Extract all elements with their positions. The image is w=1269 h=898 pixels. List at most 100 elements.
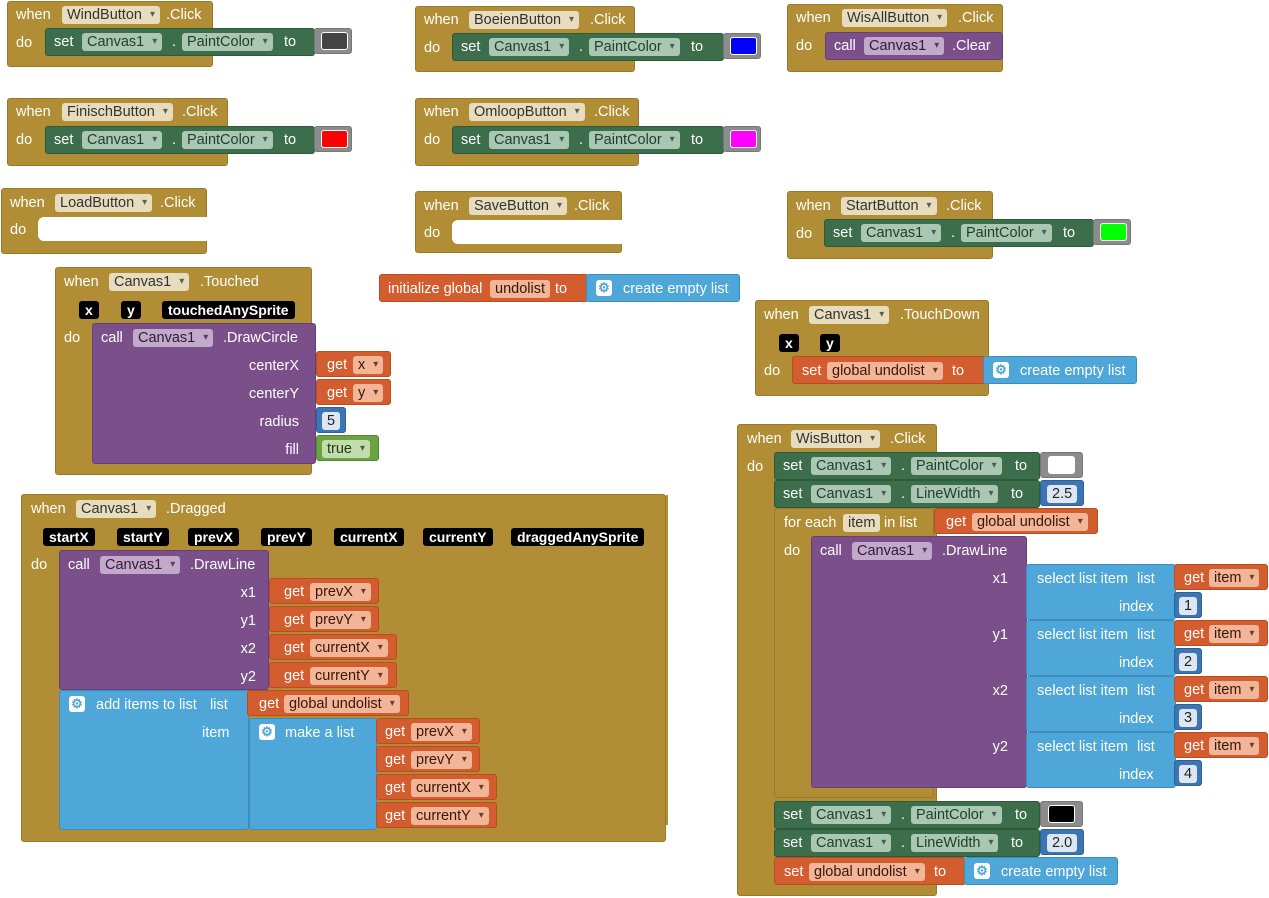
get-global-block[interactable]: get global undolist — [247, 690, 409, 716]
variable-dropdown[interactable]: prevX — [411, 723, 472, 741]
param-touchedanysprite[interactable]: touchedAnySprite — [162, 301, 295, 319]
event-startbutton-click[interactable]: when StartButton .Click do — [787, 191, 993, 259]
create-empty-list-block[interactable]: ⚙ create empty list — [983, 356, 1137, 384]
gear-icon[interactable]: ⚙ — [596, 280, 612, 296]
property-dropdown[interactable]: PaintColor — [911, 457, 1002, 475]
call-clear-block[interactable]: call Canvas1 .Clear — [825, 32, 1003, 60]
number-field[interactable]: 3 — [1179, 709, 1198, 727]
component-dropdown[interactable]: OmloopButton — [469, 103, 585, 121]
number-field[interactable]: 5 — [322, 412, 341, 430]
property-dropdown[interactable]: PaintColor — [589, 131, 680, 149]
component-dropdown[interactable]: Canvas1 — [852, 542, 933, 560]
get-variable-block[interactable]: get x — [316, 351, 391, 377]
color-swatch[interactable] — [1048, 456, 1075, 474]
variable-dropdown[interactable]: global undolist — [827, 362, 943, 380]
number-field[interactable]: 2 — [1179, 653, 1198, 671]
get-variable-block[interactable]: get currentY — [269, 662, 397, 688]
component-dropdown[interactable]: Canvas1 — [76, 500, 157, 518]
variable-dropdown[interactable]: item — [1209, 569, 1260, 587]
get-global-block[interactable]: get global undolist — [934, 508, 1098, 534]
component-dropdown[interactable]: StartButton — [841, 197, 937, 215]
add-items-to-list-block[interactable]: ⚙ add items to list list item — [59, 690, 249, 830]
component-dropdown[interactable]: BoeienButton — [469, 11, 580, 29]
variable-dropdown[interactable]: currentY — [310, 667, 388, 685]
set-paintcolor-block[interactable]: set Canvas1 . PaintColor to — [45, 126, 315, 154]
param-prevx[interactable]: prevX — [188, 528, 239, 546]
color-block[interactable] — [1040, 801, 1083, 827]
create-empty-list-block[interactable]: ⚙ create empty list — [964, 857, 1118, 885]
color-block[interactable] — [723, 33, 761, 59]
select-list-item-block[interactable]: select list item list index — [1026, 620, 1176, 676]
component-dropdown[interactable]: Canvas1 — [811, 806, 892, 824]
component-dropdown[interactable]: WindButton — [62, 6, 160, 24]
get-variable-block[interactable]: get item — [1174, 620, 1268, 646]
param-startx[interactable]: startX — [43, 528, 95, 546]
component-dropdown[interactable]: Canvas1 — [82, 33, 163, 51]
gear-icon[interactable]: ⚙ — [69, 696, 85, 712]
create-empty-list-block[interactable]: ⚙ create empty list — [586, 274, 740, 302]
component-dropdown[interactable]: SaveButton — [469, 197, 567, 215]
get-variable-block[interactable]: get prevX — [376, 718, 480, 744]
color-swatch[interactable] — [321, 130, 348, 148]
property-dropdown[interactable]: PaintColor — [182, 33, 273, 51]
variable-dropdown[interactable]: item — [1209, 681, 1260, 699]
variable-dropdown[interactable]: y — [353, 384, 384, 402]
variable-dropdown[interactable]: item — [1209, 625, 1260, 643]
color-block[interactable] — [723, 126, 761, 152]
param-draggedanysprite[interactable]: draggedAnySprite — [511, 528, 645, 546]
get-variable-block[interactable]: get y — [316, 379, 391, 405]
number-block[interactable]: 5 — [316, 407, 346, 433]
set-global-block[interactable]: set global undolist to — [774, 857, 966, 885]
set-linewidth-block[interactable]: set Canvas1 . LineWidth to — [774, 480, 1040, 508]
number-block[interactable]: 2 — [1174, 648, 1202, 674]
component-dropdown[interactable]: Canvas1 — [133, 329, 214, 347]
get-variable-block[interactable]: get item — [1174, 564, 1268, 590]
color-swatch[interactable] — [1100, 223, 1127, 241]
call-drawline-block[interactable]: call Canvas1 .DrawLine x1 y1 x2 y2 — [59, 550, 269, 690]
property-dropdown[interactable]: PaintColor — [961, 224, 1052, 242]
gear-icon[interactable]: ⚙ — [259, 724, 275, 740]
variable-dropdown[interactable]: prevY — [411, 751, 472, 769]
param-x[interactable]: x — [779, 334, 799, 352]
param-y[interactable]: y — [121, 301, 141, 319]
variable-dropdown[interactable]: item — [1209, 737, 1260, 755]
make-a-list-block[interactable]: ⚙ make a list — [249, 718, 377, 830]
number-field[interactable]: 4 — [1179, 765, 1198, 783]
variable-dropdown[interactable]: x — [353, 356, 384, 374]
param-x[interactable]: x — [79, 301, 99, 319]
variable-name-field[interactable]: undolist — [490, 280, 550, 298]
property-dropdown[interactable]: PaintColor — [911, 806, 1002, 824]
gear-icon[interactable]: ⚙ — [974, 863, 990, 879]
component-dropdown[interactable]: WisAllButton — [842, 9, 948, 27]
set-paintcolor-block[interactable]: set Canvas1 . PaintColor to — [45, 28, 315, 56]
param-currenty[interactable]: currentY — [423, 528, 493, 546]
component-dropdown[interactable]: Canvas1 — [811, 834, 892, 852]
get-variable-block[interactable]: get prevY — [376, 746, 480, 772]
init-global-block[interactable]: initialize global undolist to — [379, 274, 589, 302]
get-variable-block[interactable]: get item — [1174, 732, 1268, 758]
component-dropdown[interactable]: Canvas1 — [811, 485, 892, 503]
number-field[interactable]: 2.0 — [1047, 834, 1078, 852]
get-variable-block[interactable]: get prevX — [269, 578, 379, 604]
number-block[interactable]: 2.0 — [1040, 829, 1084, 855]
set-paintcolor-block[interactable]: set Canvas1 . PaintColor to — [452, 33, 724, 61]
color-swatch[interactable] — [730, 130, 757, 148]
component-dropdown[interactable]: Canvas1 — [809, 306, 890, 324]
gear-icon[interactable]: ⚙ — [993, 362, 1009, 378]
number-block[interactable]: 4 — [1174, 760, 1202, 786]
param-starty[interactable]: startY — [117, 528, 169, 546]
number-field[interactable]: 1 — [1179, 597, 1198, 615]
variable-dropdown[interactable]: prevY — [310, 611, 371, 629]
get-variable-block[interactable]: get currentX — [376, 774, 497, 800]
param-currentx[interactable]: currentX — [334, 528, 404, 546]
component-dropdown[interactable]: FinischButton — [62, 103, 173, 121]
set-paintcolor-block[interactable]: set Canvas1 . PaintColor to — [774, 801, 1040, 829]
get-variable-block[interactable]: get item — [1174, 676, 1268, 702]
logic-block[interactable]: true — [316, 435, 379, 461]
call-drawline-block[interactable]: call Canvas1 .DrawLine x1 y1 x2 y2 — [811, 536, 1027, 788]
component-dropdown[interactable]: Canvas1 — [82, 131, 163, 149]
boolean-dropdown[interactable]: true — [322, 440, 370, 458]
set-global-block[interactable]: set global undolist to — [792, 356, 986, 384]
set-paintcolor-block[interactable]: set Canvas1 . PaintColor to — [824, 219, 1094, 247]
component-dropdown[interactable]: Canvas1 — [864, 37, 945, 55]
